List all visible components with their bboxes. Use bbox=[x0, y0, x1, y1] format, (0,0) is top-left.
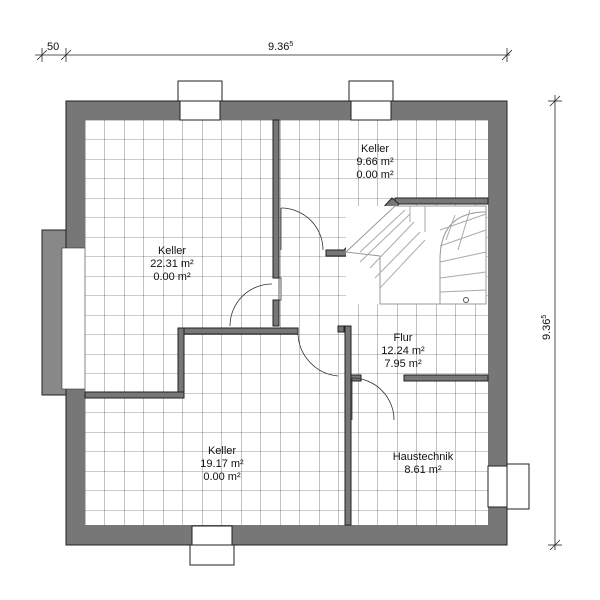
room-name: Keller bbox=[208, 445, 236, 457]
room-area-2: 7.95 m² bbox=[384, 358, 422, 370]
room-area: 9.66 m² bbox=[356, 156, 394, 168]
room-keller-top: Keller 9.66 m² 0.00 m² bbox=[356, 143, 394, 181]
dim-offset-label: 50 bbox=[47, 41, 59, 53]
room-keller-bottom: Keller 19.17 m² 0.00 m² bbox=[200, 445, 244, 483]
room-area: 19.17 m² bbox=[200, 458, 244, 470]
room-flur: Flur 12.24 m² 7.95 m² bbox=[381, 332, 425, 370]
room-area-2: 0.00 m² bbox=[356, 169, 394, 181]
staircase bbox=[344, 205, 487, 305]
dim-right-total-label: 9.365 bbox=[541, 315, 553, 340]
room-area: 8.61 m² bbox=[404, 464, 442, 476]
room-name: Keller bbox=[158, 245, 186, 257]
windows bbox=[177, 80, 530, 566]
room-area-2: 0.00 m² bbox=[203, 471, 241, 483]
room-name: Haustechnik bbox=[393, 451, 454, 463]
room-name: Flur bbox=[394, 332, 413, 344]
room-area: 12.24 m² bbox=[381, 345, 425, 357]
floor-tiles bbox=[85, 120, 488, 525]
doors bbox=[229, 207, 395, 421]
room-area-2: 0.00 m² bbox=[153, 271, 191, 283]
room-name: Keller bbox=[361, 143, 389, 155]
dimension-lines bbox=[35, 48, 562, 551]
dim-top-total-label: 9.365 bbox=[268, 41, 293, 53]
room-haustechnik: Haustechnik 8.61 m² bbox=[393, 451, 454, 476]
room-keller-left: Keller 22.31 m² 0.00 m² bbox=[150, 245, 194, 283]
room-area: 22.31 m² bbox=[150, 258, 194, 270]
